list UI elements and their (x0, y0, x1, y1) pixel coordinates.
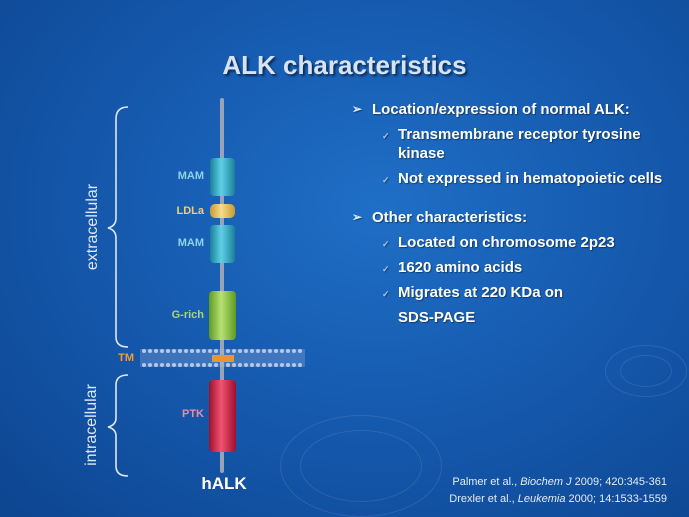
protein-name: hALK (201, 474, 247, 493)
subbullet-amino-acids: 1620 amino acids (352, 258, 672, 279)
ldla-domain (210, 204, 235, 218)
mam-domain-1 (210, 158, 235, 196)
extracellular-label: extracellular (84, 183, 101, 271)
ripple-decoration (605, 345, 687, 397)
bullet-location: Location/expression of normal ALK: (352, 100, 672, 119)
subbullet-migrates: Migrates at 220 KDa on (352, 283, 672, 304)
tm-label: TM (118, 352, 134, 364)
subbullet-chromosome: Located on chromosome 2p23 (352, 233, 672, 254)
g-rich-domain (209, 291, 236, 340)
intracellular-brace (107, 374, 129, 477)
ptk-domain (209, 380, 236, 452)
mam-domain-2 (210, 225, 235, 263)
references: Palmer et al., Biochem J 2009; 420:345-3… (449, 474, 667, 508)
extracellular-brace (107, 106, 129, 348)
grich-label: G-rich (171, 309, 204, 321)
ldla-label: LDLa (176, 205, 205, 217)
subbullet-transmembrane: Transmembrane receptor tyrosine kinase (352, 125, 672, 163)
tm-segment (212, 355, 234, 362)
mam-label-2: MAM (177, 237, 204, 249)
subbullet-continuation: SDS-PAGE (398, 309, 476, 326)
ptk-label: PTK (182, 408, 204, 420)
reference-2: Drexler et al., Leukemia 2000; 14:1533-1… (449, 493, 667, 505)
subbullet-not-expressed: Not expressed in hematopoietic cells (352, 169, 672, 190)
reference-1: Palmer et al., Biochem J 2009; 420:345-3… (452, 476, 667, 488)
bullet-other: Other characteristics: (352, 208, 672, 227)
bullet-list: Location/expression of normal ALK: Trans… (352, 100, 672, 327)
intracellular-label: intracellular (83, 384, 100, 466)
slide-title: ALK characteristics (222, 50, 467, 80)
mam-label-1: MAM (177, 170, 204, 182)
